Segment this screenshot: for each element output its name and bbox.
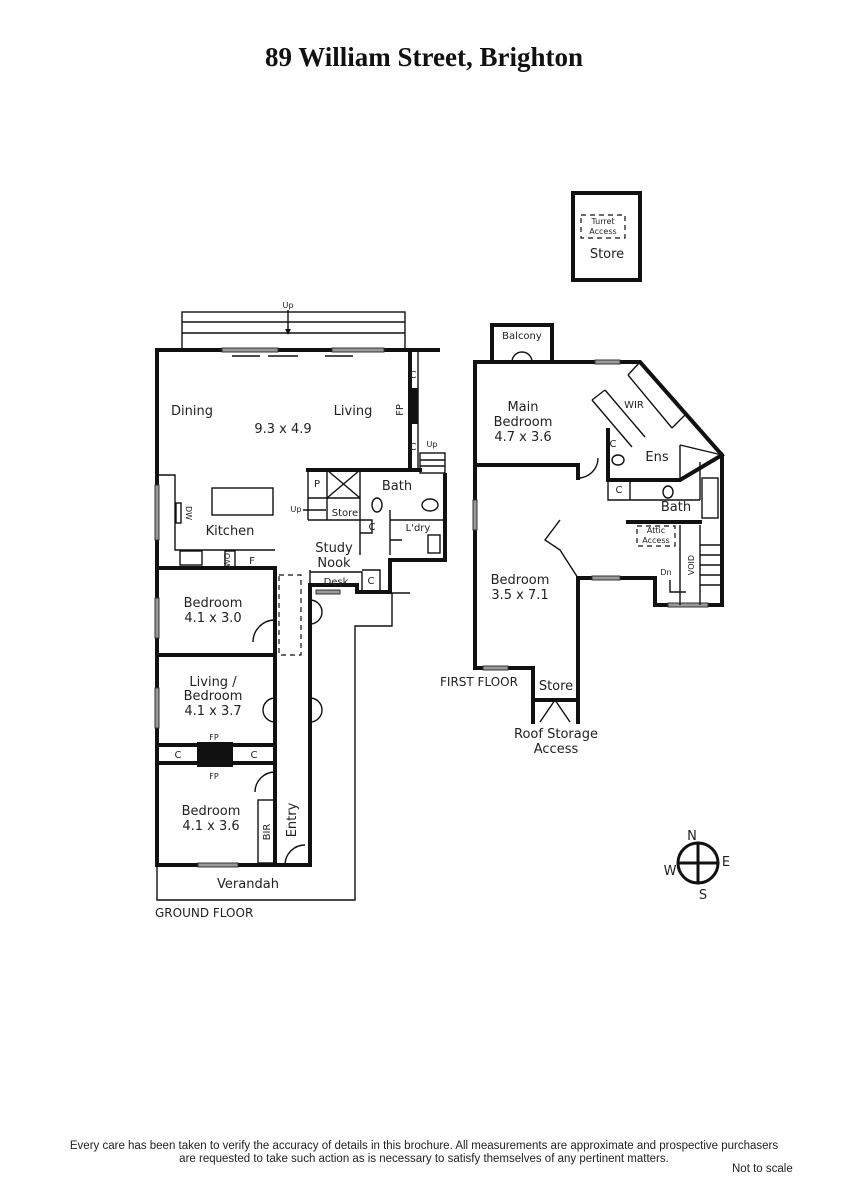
turret-access-label: Access xyxy=(589,227,616,236)
bedroom-label: Bedroom xyxy=(184,596,243,611)
down-label: Dn xyxy=(660,568,671,577)
disclaimer-line: Every care has been taken to verify the … xyxy=(69,1140,779,1152)
store-label: Store xyxy=(590,247,624,262)
first-floor-label: FIRST FLOOR xyxy=(440,675,518,689)
room-dims: 4.7 x 3.6 xyxy=(494,430,551,445)
attic-access-label: Access xyxy=(642,536,669,545)
main-bedroom-label: Main xyxy=(507,400,538,415)
fireplace-label: FP xyxy=(209,772,219,781)
balcony-label: Balcony xyxy=(502,331,542,342)
turret-store: Turret Access Store xyxy=(571,191,642,282)
cupboard-label: C xyxy=(369,522,376,533)
up-label: Up xyxy=(283,301,294,310)
dining-label: Dining xyxy=(171,404,213,419)
dishwasher-label: DW xyxy=(184,506,193,520)
up-label: Up xyxy=(427,440,438,449)
cupboard-label: C xyxy=(410,370,417,381)
disclaimer: Every care has been taken to verify the … xyxy=(0,1140,848,1166)
wall-oven-label: WO xyxy=(223,553,232,567)
page-title: 89 William Street, Brighton xyxy=(264,42,583,72)
bir-label: BIR xyxy=(262,824,273,841)
cupboard-label: C xyxy=(175,750,182,761)
study-nook-label: Study xyxy=(315,541,353,556)
desk-label: Desk xyxy=(324,577,349,588)
compass-n: N xyxy=(687,829,697,844)
cooktop xyxy=(179,550,203,566)
entry-label: Entry xyxy=(285,802,300,837)
kitchen-label: Kitchen xyxy=(206,524,255,539)
turret-access-label: Turret xyxy=(590,217,614,226)
cupboard-label: C xyxy=(251,750,258,761)
store-label: Store xyxy=(539,679,573,694)
fireplace-label: FP xyxy=(395,404,406,416)
compass-icon: N E S W xyxy=(664,829,731,903)
ground-floor: Up C C FP Up DW WO F Dining Living 9.3 x… xyxy=(154,301,447,920)
pantry-label: P xyxy=(314,479,320,490)
room-dims: 4.1 x 3.0 xyxy=(184,611,241,626)
up-label: Up xyxy=(291,505,302,514)
room-dims: 4.1 x 3.7 xyxy=(184,704,241,719)
compass-w: W xyxy=(664,864,677,879)
laundry-label: L'dry xyxy=(406,523,431,534)
fireplace-label: FP xyxy=(209,733,219,742)
bedroom-label: Bedroom xyxy=(182,804,241,819)
bedroom-label: Bedroom xyxy=(491,573,550,588)
not-to-scale: Not to scale xyxy=(732,1163,793,1175)
compass-s: S xyxy=(699,888,707,903)
wir-label: WIR xyxy=(624,400,644,411)
living-label: Living xyxy=(334,404,373,419)
first-floor: Balcony WIR Ens C C Bath Attic Access VO… xyxy=(440,323,725,757)
bath-label: Bath xyxy=(382,479,412,494)
compass-e: E xyxy=(722,855,730,870)
room-dims: 3.5 x 7.1 xyxy=(491,588,548,603)
ensuite-label: Ens xyxy=(645,450,668,465)
cupboard-label: C xyxy=(368,576,375,587)
study-nook-label: Nook xyxy=(317,556,351,571)
cupboard-label: C xyxy=(616,485,623,496)
main-bedroom-label: Bedroom xyxy=(494,415,553,430)
cupboard-label: C xyxy=(410,442,417,453)
bath-label: Bath xyxy=(661,500,691,515)
kitchen-island xyxy=(211,487,274,516)
roof-access-label: Access xyxy=(534,742,579,757)
fridge-label: F xyxy=(249,556,255,567)
store-label: Store xyxy=(332,508,358,519)
living-bedroom-label: Living / xyxy=(189,675,237,690)
living-bedroom-label: Bedroom xyxy=(184,689,243,704)
room-dims: 9.3 x 4.9 xyxy=(254,422,311,437)
room-dims: 4.1 x 3.6 xyxy=(182,819,239,834)
cupboard-label: C xyxy=(610,439,617,450)
verandah-label: Verandah xyxy=(217,877,279,892)
ground-floor-label: GROUND FLOOR xyxy=(155,906,253,920)
void-label: VOID xyxy=(687,555,696,575)
attic-access-label: Attic xyxy=(647,526,665,535)
roof-access-label: Roof Storage xyxy=(514,727,598,742)
disclaimer-line: are requested to take such action as is … xyxy=(179,1153,669,1165)
